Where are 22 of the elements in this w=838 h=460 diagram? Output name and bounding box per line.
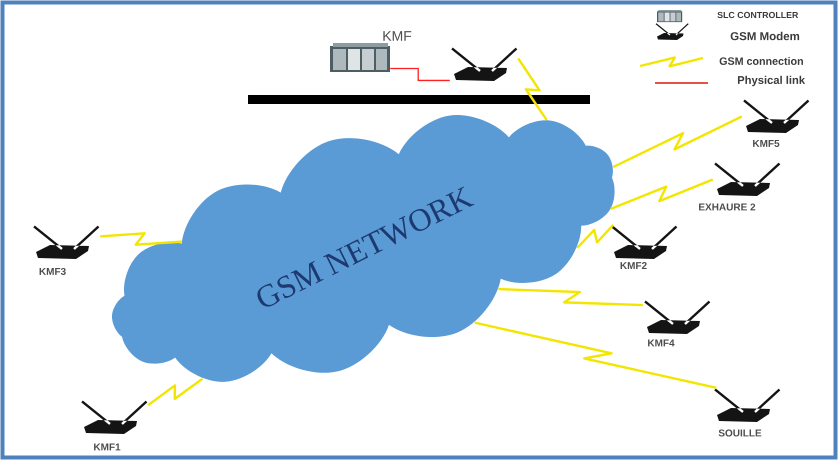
station-label: SOUILLE (718, 429, 762, 437)
legend-text: GSM connection (720, 57, 803, 65)
station-label: KMF3 (40, 268, 66, 276)
lightning-connector (474, 321, 717, 389)
lightning-connector (517, 58, 548, 121)
modem-icon (451, 48, 518, 81)
station-label: EXHAURE 2 (699, 203, 756, 211)
lightning-connector (100, 232, 182, 246)
station-label: KMF (383, 31, 412, 41)
legend-text: GSM Modem (730, 32, 800, 40)
lightning-connector (610, 178, 714, 210)
lightning-connector (498, 288, 643, 306)
legend-text: Physical link (738, 76, 806, 86)
station-label: KMF4 (648, 340, 675, 346)
physical-link (390, 68, 450, 82)
lightning-connector (576, 224, 614, 249)
station-label: KMF1 (94, 444, 120, 450)
lightning-connector (612, 115, 742, 168)
station-label: KMF2 (620, 262, 647, 269)
legend-text: SLC CONTROLLER (717, 12, 798, 18)
station-label: KMF5 (753, 140, 780, 147)
lightning-connector (148, 378, 204, 406)
